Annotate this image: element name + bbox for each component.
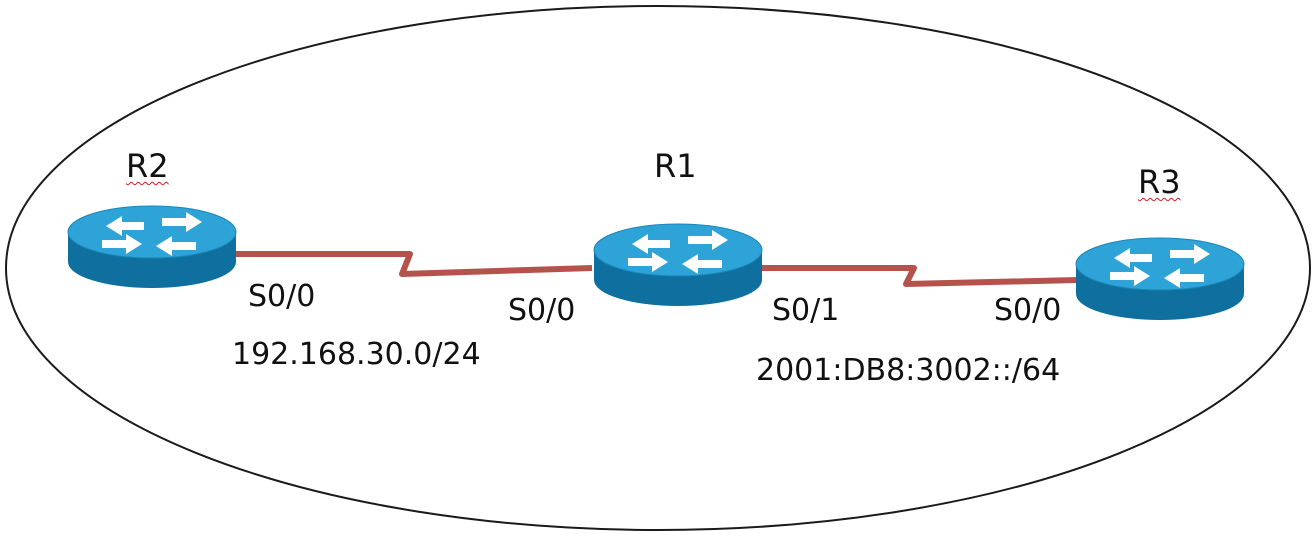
serial-link-r2-r1	[234, 251, 593, 277]
interface-label-r1-s0-1: S0/1	[772, 293, 840, 328]
router-r1-label: R1	[654, 147, 697, 185]
network-address-left: 192.168.30.0/24	[232, 337, 481, 372]
router-r3-icon	[1075, 237, 1245, 321]
interface-label-r2-s0-0: S0/0	[248, 279, 316, 314]
interface-label-r1-s0-0: S0/0	[508, 293, 576, 328]
serial-link-r1-r3	[762, 265, 1079, 287]
network-address-right: 2001:DB8:3002::/64	[756, 353, 1061, 388]
router-r3-label: R3	[1138, 163, 1181, 201]
router-r1-icon	[593, 223, 763, 307]
router-r2-icon	[67, 205, 237, 289]
interface-label-r3-s0-0: S0/0	[994, 293, 1062, 328]
router-r2-label: R2	[126, 147, 169, 185]
autonomous-system-boundary	[5, 5, 1311, 531]
